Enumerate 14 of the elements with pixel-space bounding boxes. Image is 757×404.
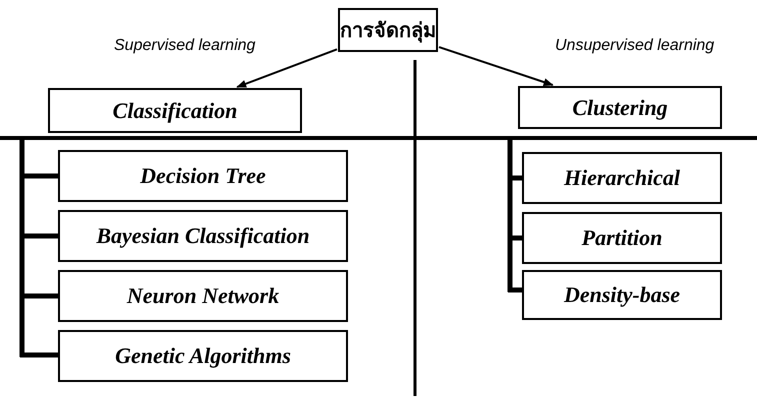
method-box: Hierarchical: [522, 152, 722, 204]
edge-label: Supervised learning: [112, 37, 258, 55]
method-box: Density-base: [522, 270, 722, 320]
arrow: [236, 48, 338, 88]
arrow: [438, 46, 554, 86]
method-box: Partition: [522, 212, 722, 264]
method-box: Bayesian Classification: [58, 210, 348, 262]
category-box: Clustering: [518, 86, 722, 129]
method-box: Genetic Algorithms: [58, 330, 348, 382]
method-box: Neuron Network: [58, 270, 348, 322]
heading-box: การจัดกลุ่ม: [338, 8, 438, 52]
edge-label: Unsupervised learning: [553, 37, 716, 55]
category-box: Classification: [48, 88, 302, 133]
method-box: Decision Tree: [58, 150, 348, 202]
